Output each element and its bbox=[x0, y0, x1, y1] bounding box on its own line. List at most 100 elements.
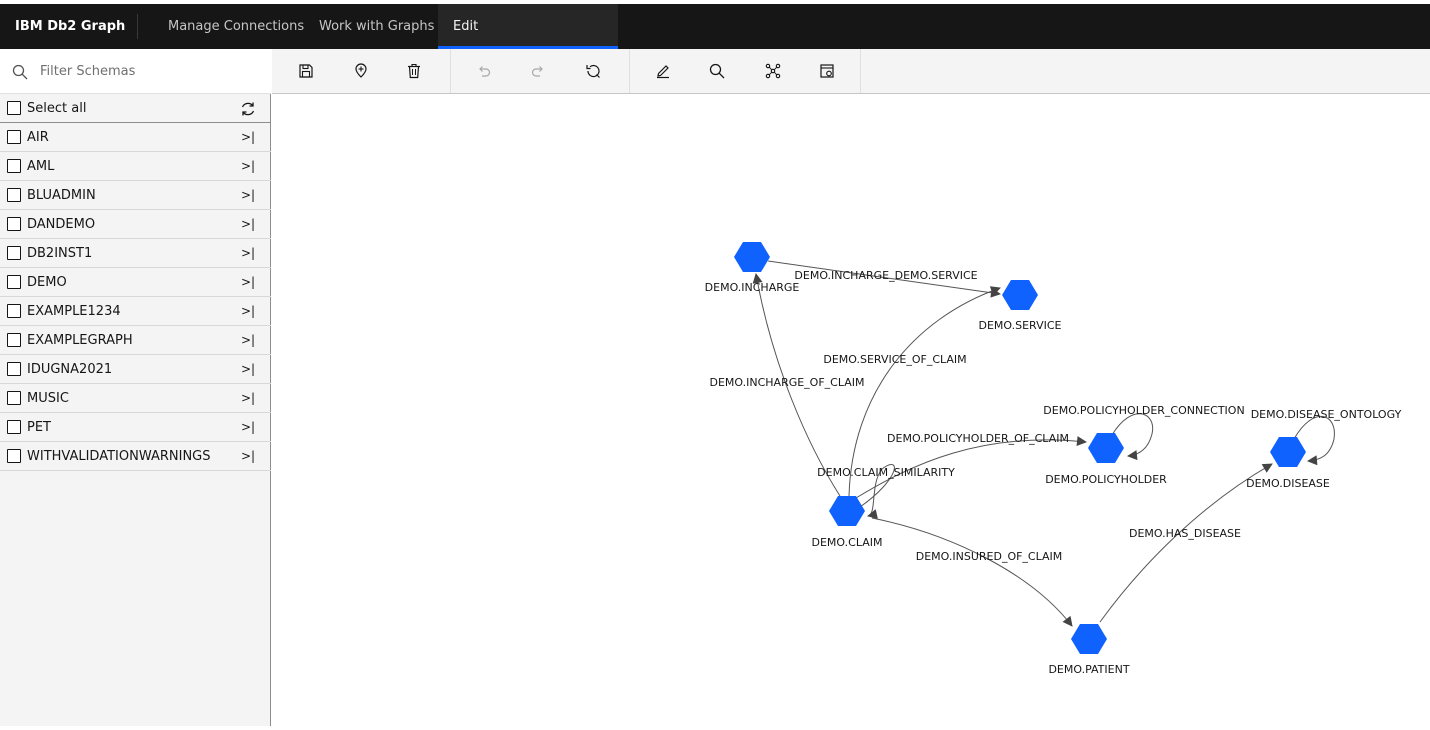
schema-item-withvalidationwarnings[interactable]: WITHVALIDATIONWARNINGS >| bbox=[0, 442, 271, 471]
zoom-button[interactable] bbox=[706, 60, 728, 82]
edge-policyholder-connection[interactable] bbox=[1111, 413, 1154, 461]
select-all-label: Select all bbox=[27, 101, 87, 116]
expand-icon[interactable]: >| bbox=[241, 130, 256, 144]
schema-label: WITHVALIDATIONWARNINGS bbox=[27, 449, 211, 464]
schema-checkbox[interactable] bbox=[7, 275, 21, 289]
schema-item-pet[interactable]: PET >| bbox=[0, 413, 271, 442]
edge-incharge-of-claim[interactable] bbox=[752, 273, 841, 497]
expand-icon[interactable]: >| bbox=[241, 188, 256, 202]
node-service[interactable] bbox=[1002, 280, 1038, 310]
expand-icon[interactable]: >| bbox=[241, 159, 256, 173]
schema-sidebar: Select all AIR >| AML >| BLUADMIN >| DAN… bbox=[0, 49, 271, 726]
schema-label: AML bbox=[27, 159, 55, 174]
schema-label: BLUADMIN bbox=[27, 188, 96, 203]
schema-label: EXAMPLEGRAPH bbox=[27, 333, 133, 348]
reset-button[interactable] bbox=[582, 60, 604, 82]
graph-layout-icon bbox=[765, 63, 781, 79]
schema-item-idugna2021[interactable]: IDUGNA2021 >| bbox=[0, 355, 271, 384]
schema-search bbox=[0, 49, 271, 94]
edge-service-of-claim[interactable] bbox=[848, 286, 1001, 497]
settings-button[interactable] bbox=[816, 60, 838, 82]
refresh-icon[interactable] bbox=[240, 101, 256, 117]
save-button[interactable] bbox=[295, 60, 317, 82]
schema-checkbox[interactable] bbox=[7, 130, 21, 144]
edit-button[interactable] bbox=[652, 60, 674, 82]
node-disease[interactable] bbox=[1270, 437, 1306, 467]
search-icon bbox=[12, 64, 28, 80]
schema-item-bluadmin[interactable]: BLUADMIN >| bbox=[0, 181, 271, 210]
schema-item-example1234[interactable]: EXAMPLE1234 >| bbox=[0, 297, 271, 326]
node-label: DEMO.POLICYHOLDER bbox=[1045, 473, 1167, 486]
edge-incharge-service[interactable] bbox=[767, 260, 1001, 298]
reset-icon bbox=[586, 64, 600, 78]
header-divider bbox=[137, 14, 138, 39]
edge-label: DEMO.INSURED_OF_CLAIM bbox=[916, 550, 1063, 563]
tab-label: Work with Graphs bbox=[319, 19, 435, 34]
node-patient[interactable] bbox=[1071, 624, 1107, 654]
schema-checkbox[interactable] bbox=[7, 217, 21, 231]
graph-canvas[interactable]: DEMO.INCHARGE DEMO.SERVICE DEMO.POLICYHO… bbox=[272, 94, 1430, 726]
schema-checkbox[interactable] bbox=[7, 304, 21, 318]
expand-icon[interactable]: >| bbox=[241, 391, 256, 405]
undo-button[interactable] bbox=[473, 60, 495, 82]
edge-policyholder-of-claim[interactable] bbox=[855, 436, 1087, 499]
tab-edit-graph[interactable]: Edit demo_Nightshow× bbox=[438, 4, 618, 79]
edge-disease-ontology[interactable] bbox=[1293, 416, 1335, 466]
top-border bbox=[0, 0, 1430, 4]
schema-checkbox[interactable] bbox=[7, 246, 21, 260]
expand-icon[interactable]: >| bbox=[241, 449, 256, 463]
graph-layout-button[interactable] bbox=[762, 60, 784, 82]
toolbar-divider bbox=[450, 49, 451, 93]
expand-icon[interactable]: >| bbox=[241, 333, 256, 347]
edge-label: DEMO.SERVICE_OF_CLAIM bbox=[823, 353, 966, 366]
schema-item-examplegraph[interactable]: EXAMPLEGRAPH >| bbox=[0, 326, 271, 355]
edge-has-disease[interactable] bbox=[1099, 463, 1273, 623]
schema-checkbox[interactable] bbox=[7, 188, 21, 202]
filter-schemas-input[interactable] bbox=[40, 59, 260, 84]
tab-manage-connections[interactable]: Manage Connections bbox=[153, 4, 319, 49]
edge-label: DEMO.POLICYHOLDER_OF_CLAIM bbox=[887, 432, 1069, 445]
schema-label: MUSIC bbox=[27, 391, 69, 406]
edit-icon bbox=[657, 65, 669, 79]
delete-button[interactable] bbox=[403, 60, 425, 82]
schema-item-db2inst1[interactable]: DB2INST1 >| bbox=[0, 239, 271, 268]
redo-icon bbox=[531, 66, 543, 77]
schema-checkbox[interactable] bbox=[7, 333, 21, 347]
schema-item-dandemo[interactable]: DANDEMO >| bbox=[0, 210, 271, 239]
select-all-checkbox[interactable] bbox=[7, 101, 21, 115]
expand-icon[interactable]: >| bbox=[241, 217, 256, 231]
schema-item-music[interactable]: MUSIC >| bbox=[0, 384, 271, 413]
schema-checkbox[interactable] bbox=[7, 362, 21, 376]
edge-label: DEMO.INCHARGE_DEMO.SERVICE bbox=[794, 269, 977, 282]
expand-icon[interactable]: >| bbox=[241, 304, 256, 318]
schema-checkbox[interactable] bbox=[7, 420, 21, 434]
edge-insured-of-claim[interactable] bbox=[871, 517, 1073, 627]
node-label: DEMO.INCHARGE bbox=[705, 281, 800, 294]
expand-icon[interactable]: >| bbox=[241, 275, 256, 289]
schema-item-air[interactable]: AIR >| bbox=[0, 123, 271, 152]
tab-work-with-graphs[interactable]: Work with Graphs bbox=[304, 4, 449, 49]
schema-checkbox[interactable] bbox=[7, 449, 21, 463]
select-all-row[interactable]: Select all bbox=[0, 94, 271, 123]
redo-button[interactable] bbox=[527, 60, 549, 82]
expand-icon[interactable]: >| bbox=[241, 246, 256, 260]
node-incharge[interactable] bbox=[734, 242, 770, 272]
zoom-icon bbox=[709, 63, 725, 79]
add-vertex-icon bbox=[355, 63, 367, 78]
edge-label: DEMO.CLAIM_SIMILARITY bbox=[817, 466, 955, 479]
node-claim[interactable] bbox=[829, 496, 865, 526]
edge-label: DEMO.INCHARGE_OF_CLAIM bbox=[710, 376, 865, 389]
expand-icon[interactable]: >| bbox=[241, 362, 256, 376]
graph-toolbar bbox=[272, 49, 1430, 94]
add-vertex-button[interactable] bbox=[350, 60, 372, 82]
expand-icon[interactable]: >| bbox=[241, 420, 256, 434]
schema-checkbox[interactable] bbox=[7, 391, 21, 405]
schema-checkbox[interactable] bbox=[7, 159, 21, 173]
node-policyholder[interactable] bbox=[1088, 433, 1124, 463]
schema-item-demo[interactable]: DEMO >| bbox=[0, 268, 271, 297]
schema-item-aml[interactable]: AML >| bbox=[0, 152, 271, 181]
edge-label: DEMO.DISEASE_ONTOLOGY bbox=[1251, 408, 1402, 421]
schema-label: EXAMPLE1234 bbox=[27, 304, 121, 319]
edge-claim-similarity[interactable] bbox=[859, 464, 895, 519]
app-brand[interactable]: IBM Db2 Graph bbox=[15, 19, 126, 34]
